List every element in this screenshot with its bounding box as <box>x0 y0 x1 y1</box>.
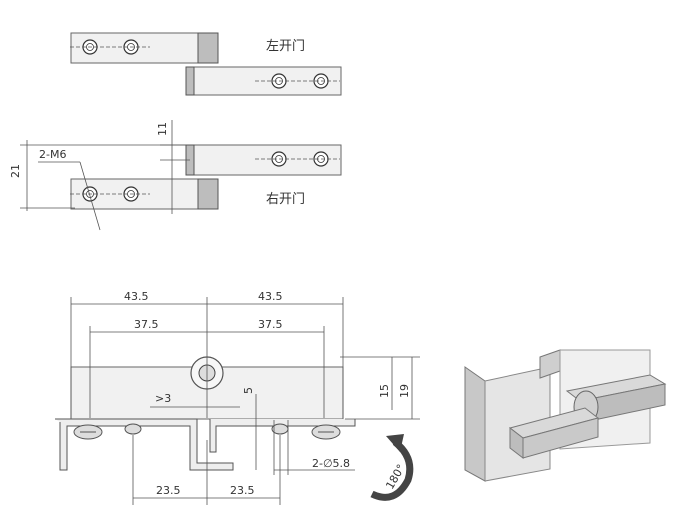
dim-23-5-left: 23.5 <box>156 484 181 497</box>
dim-15: 15 <box>378 384 391 398</box>
left-door-label: 左开门 <box>266 39 305 54</box>
screw-icon <box>124 423 142 435</box>
screw-icon <box>311 424 341 440</box>
top-view-left-door: 左开门 <box>70 32 342 96</box>
hole-callout: 2-∅5.8 <box>312 457 350 470</box>
dim-19: 19 <box>398 384 411 398</box>
top-view-right-door: 右开门 11 21 2-M6 <box>9 120 342 231</box>
knuckle <box>197 178 219 210</box>
dim-43-5-left: 43.5 <box>124 290 149 303</box>
dim-43-5-right: 43.5 <box>258 290 283 303</box>
thread-callout: 2-M6 <box>39 148 66 161</box>
left-bracket <box>55 418 234 471</box>
dim-21: 21 <box>9 164 22 178</box>
dim-37-5-right: 37.5 <box>258 318 283 331</box>
lower-leaf <box>70 178 212 210</box>
front-view: 43.5 43.5 37.5 37.5 23.5 23.5 >3 5 15 19… <box>55 290 420 505</box>
rotation-arrowhead-icon <box>386 434 404 452</box>
screw-icon <box>73 424 103 440</box>
dim-37-5-left: 37.5 <box>134 318 159 331</box>
dim-11: 11 <box>156 122 169 136</box>
knuckle <box>197 32 219 64</box>
dim-5: 5 <box>242 387 255 394</box>
dim-23-5-right: 23.5 <box>230 484 255 497</box>
knuckle-edge <box>185 66 195 96</box>
hinge-3d-illustration <box>464 349 667 482</box>
dim-greater-than-3: >3 <box>155 392 171 405</box>
right-door-label: 右开门 <box>266 192 305 207</box>
rotation-arrow-icon <box>370 439 414 501</box>
